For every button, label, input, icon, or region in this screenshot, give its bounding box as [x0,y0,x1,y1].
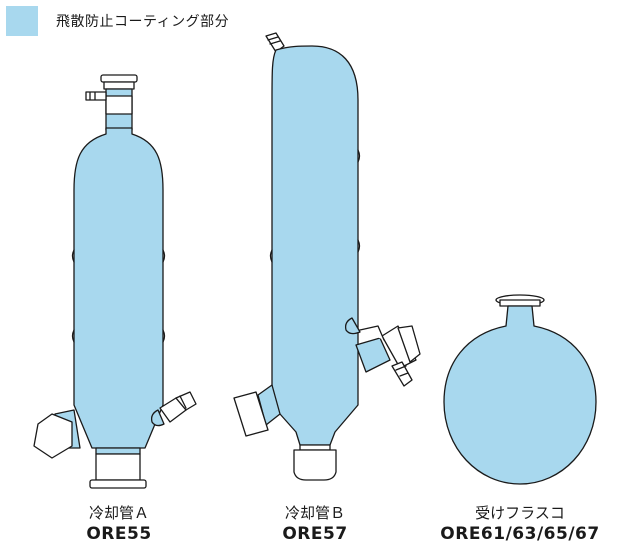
condenser-a-body [73,127,164,449]
caption-condenser-b: 冷却管Ｂ ORE57 [215,503,415,545]
condenser-a-bumps [71,249,166,343]
condenser-a-side-hose [85,91,107,101]
legend-swatch [6,6,38,36]
part-name: 冷却管Ｂ [284,504,345,522]
condenser-b-bottom-bulb [293,449,337,481]
caption-receiving-flask: 受けフラスコ ORE61/63/65/67 [420,503,620,545]
condenser-b [233,32,421,481]
condenser-b-top-tip [265,32,285,53]
flask-flange [499,299,541,307]
receiving-flask [443,294,597,485]
condenser-a-bottom-neck [95,447,141,455]
condenser-b-stopcock [344,317,421,387]
part-code: ORE61/63/65/67 [440,524,600,544]
condenser-a-top-joint-ring [103,81,135,90]
part-code: ORE55 [86,524,152,544]
flask-body [443,305,597,485]
legend-label: 飛散防止コーティング部分 [56,14,230,30]
condenser-a-left-flange [33,413,73,459]
condenser-a-bottom-flange [89,479,147,489]
condenser-b-bumps [269,149,361,263]
condenser-b-left-flange [233,391,269,437]
condenser-a-top-joint [105,95,133,115]
condenser-a [33,74,197,489]
part-name: 冷却管Ａ [88,504,149,522]
part-name: 受けフラスコ [475,504,565,522]
condenser-a-top-flange [100,74,138,83]
caption-condenser-a: 冷却管Ａ ORE55 [19,503,219,545]
condenser-b-bottom-neck [299,444,331,451]
part-code: ORE57 [282,524,348,544]
condenser-a-bottom-joint [95,453,141,481]
apparatus-diagram [33,32,597,489]
legend: 飛散防止コーティング部分 [6,6,229,36]
condenser-a-stopcock [150,391,197,427]
condenser-b-body [271,45,359,446]
